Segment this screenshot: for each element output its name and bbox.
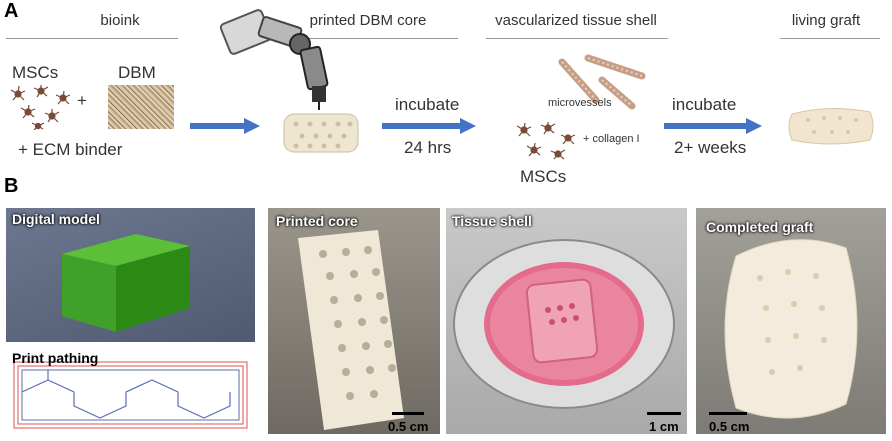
step-title-printed-core: printed DBM core [309, 12, 427, 29]
label-mscs-2: MSCs [520, 167, 567, 186]
panel-a-letter: A [4, 0, 19, 22]
living-graft-illustration [788, 107, 874, 145]
dbm-powder-image [108, 85, 174, 129]
label-duration-1: 24 hrs [404, 138, 452, 157]
tissue-shell-photo [446, 208, 687, 434]
arrow-2-icon [382, 118, 476, 134]
photo-title-digital-model: Digital model [12, 211, 100, 227]
label-mscs: MSCs [12, 63, 59, 82]
photo-title-printed-core: Printed core [276, 213, 358, 229]
label-microvessels: microvessels [548, 97, 612, 109]
scale-bar-core [392, 412, 424, 415]
print-path-lines [13, 361, 248, 429]
scale-bar-graft [709, 412, 747, 415]
printed-core-illustration [283, 113, 359, 153]
msc-cells-illustration-2 [516, 122, 576, 160]
step-title-bioink: bioink [100, 12, 140, 29]
label-collagen: + collagen I [583, 133, 640, 145]
printed-core-photo [268, 208, 440, 434]
microvessels-illustration [558, 54, 646, 110]
photo-title-completed-graft: Completed graft [706, 219, 814, 235]
print-pathing-diagram [6, 346, 255, 434]
label-dbm: DBM [118, 63, 156, 82]
underline-bioink [6, 38, 178, 39]
step-title-graft: living graft [791, 12, 861, 29]
completed-graft-image [724, 239, 858, 419]
green-block-model-icon [62, 234, 190, 332]
underline-graft [780, 38, 880, 39]
panel-b-letter: B [4, 175, 19, 197]
petri-dish-image [453, 239, 675, 409]
scale-bar-shell [647, 412, 681, 415]
label-plus: + [77, 91, 87, 110]
photo-title-tissue-shell: Tissue shell [452, 213, 532, 229]
underline-printed-core [283, 38, 458, 39]
label-incubate-2: incubate [672, 95, 737, 114]
label-ecm-binder: + ECM binder [18, 140, 123, 159]
arrow-3-icon [664, 118, 762, 134]
scale-label-graft: 0.5 cm [709, 419, 750, 434]
scale-label-core: 0.5 cm [388, 419, 429, 434]
msc-cells-illustration [10, 85, 71, 130]
robot-arm-illustration [220, 9, 329, 110]
printed-core-scaffold-image [298, 230, 404, 430]
photo-title-print-pathing: Print pathing [12, 350, 99, 366]
step-title-tissue-shell: vascularized tissue shell [495, 12, 657, 29]
arrow-1-icon [190, 118, 260, 134]
label-incubate-1: incubate [395, 95, 460, 114]
completed-graft-photo [696, 208, 886, 434]
scale-label-shell: 1 cm [649, 419, 679, 434]
digital-model-photo [6, 208, 255, 342]
underline-tissue-shell [486, 38, 668, 39]
label-duration-2: 2+ weeks [674, 138, 747, 157]
